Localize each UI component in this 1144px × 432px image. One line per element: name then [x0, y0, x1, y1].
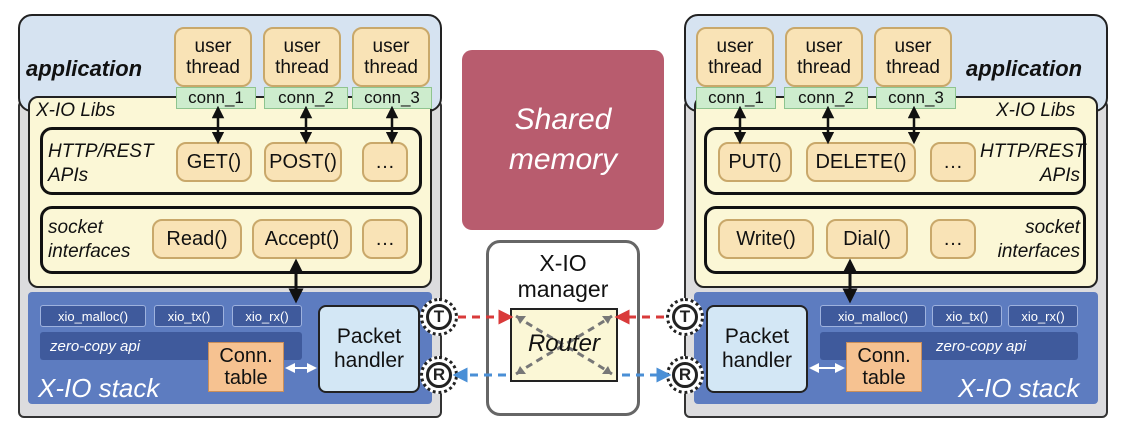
right-conn-1: conn_1: [696, 87, 776, 109]
left-accept-button[interactable]: Accept(): [252, 219, 352, 259]
right-rx-port-label: R: [672, 362, 698, 388]
right-xio-rx-api: xio_rx(): [1008, 305, 1078, 327]
right-more-socket-button[interactable]: …: [930, 219, 976, 259]
thread-label: user: [194, 36, 232, 57]
shared-memory-block: Shared memory: [462, 50, 664, 230]
shared-memory-label: memory: [508, 143, 618, 176]
left-user-thread-2: user thread: [263, 27, 341, 87]
left-conn-table: Conn.table: [208, 342, 284, 392]
right-conn-2: conn_2: [784, 87, 868, 109]
right-tx-port-label: T: [672, 304, 698, 330]
right-xio-malloc-api: xio_malloc(): [820, 305, 926, 327]
thread-label: user: [283, 36, 321, 57]
left-xio-malloc-api: xio_malloc(): [40, 305, 146, 327]
right-conn-table: Conn.table: [846, 342, 922, 392]
thread-label: thread: [186, 57, 240, 78]
right-user-thread-2: user thread: [785, 27, 863, 87]
right-more-http-button[interactable]: …: [930, 142, 976, 182]
router-crossing-arrows-icon: [515, 314, 613, 376]
left-rx-port-label: R: [426, 362, 452, 388]
right-write-button[interactable]: Write(): [718, 219, 814, 259]
right-put-button[interactable]: PUT(): [718, 142, 792, 182]
right-user-thread-1: user thread: [696, 27, 774, 87]
right-xio-libs-label: X-IO Libs: [996, 100, 1076, 121]
shared-memory-label: Shared: [514, 103, 612, 136]
right-dial-button[interactable]: Dial(): [826, 219, 908, 259]
right-delete-button[interactable]: DELETE(): [806, 142, 916, 182]
thread-label: user: [372, 36, 410, 57]
thread-label: thread: [275, 57, 329, 78]
left-more-http-button[interactable]: …: [362, 142, 408, 182]
right-user-thread-3: user thread: [874, 27, 952, 87]
left-conn-arrows: [211, 105, 399, 145]
router-label: Router: [527, 330, 601, 357]
left-more-socket-button[interactable]: …: [362, 219, 408, 259]
left-xio-stack-label: X-IO stack: [38, 373, 160, 403]
left-application-label: application: [26, 56, 143, 81]
left-xio-rx-api: xio_rx(): [232, 305, 302, 327]
right-xio-tx-api: xio_tx(): [932, 305, 1002, 327]
thread-label: user: [894, 36, 932, 57]
thread-label: thread: [886, 57, 940, 78]
left-xio-tx-api: xio_tx(): [154, 305, 224, 327]
right-conn-arrows: [733, 105, 921, 145]
left-conn-3: conn_3: [352, 87, 432, 109]
left-post-button[interactable]: POST(): [264, 142, 342, 182]
left-tx-port-label: T: [426, 304, 452, 330]
thread-label: thread: [797, 57, 851, 78]
router-box: [510, 308, 618, 382]
left-user-thread-1: user thread: [174, 27, 252, 87]
left-xio-libs-label: X-IO Libs: [36, 100, 116, 121]
right-xio-stack-label: X-IO stack: [958, 373, 1080, 403]
thread-label: user: [716, 36, 754, 57]
thread-label: thread: [364, 57, 418, 78]
thread-label: user: [805, 36, 843, 57]
thread-label: thread: [708, 57, 762, 78]
right-application-label: application: [966, 56, 1083, 81]
left-user-thread-3: user thread: [352, 27, 430, 87]
left-read-button[interactable]: Read(): [152, 219, 242, 259]
